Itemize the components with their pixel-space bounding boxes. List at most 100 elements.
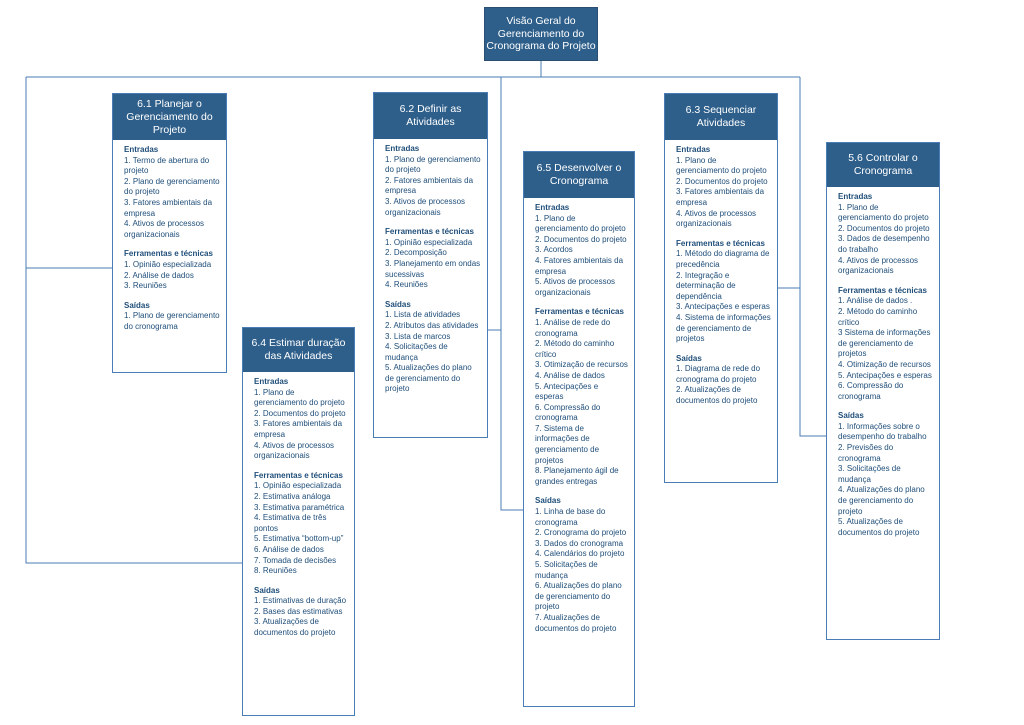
list-item: 2. Atributos das atividades	[385, 320, 479, 330]
process-box-6-1: 6.1 Planejar o Gerenciamento do Projeto …	[112, 93, 227, 373]
list-item: 4. Fatores ambientais da empresa	[535, 255, 624, 276]
connector-6-3	[778, 77, 801, 289]
process-title-6-2: 6.2 Definir as Atividades	[374, 93, 487, 139]
list-item: 3. Estimativa paramétrica	[254, 502, 345, 512]
list-item: 4. Ativos de processos organizacionais	[838, 255, 919, 276]
connector-6-2-6-5	[488, 77, 502, 331]
list-item: 4. Ativos de processos organizacionais	[254, 440, 335, 461]
section-title: Entradas	[385, 144, 420, 153]
list-item: 2. Método do caminho crítico	[838, 306, 918, 327]
list-item: 1. Linha de base do cronograma	[535, 507, 606, 527]
section-ferramentas: Ferramentas e técnicas 1. Análise de red…	[535, 307, 628, 487]
section-entradas: Entradas 1. Plano de gerenciamento do pr…	[535, 203, 628, 298]
section-title: Entradas	[676, 145, 711, 154]
list-item: 6. Atualizações do plano de gerenciament…	[535, 581, 622, 612]
list-item: 1. Termo de abertura do projeto	[124, 155, 210, 176]
list-item: 2. Documentos do projeto	[254, 408, 346, 418]
list-item: 4. Atualizações do plano de gerenciament…	[838, 485, 925, 516]
process-box-6-5: 6.5 Desenvolver o Cronograma Entradas 1.…	[523, 151, 635, 707]
list-item: 4. Sistema de informações de gerenciamen…	[676, 312, 771, 344]
list-item: 1. Plano de gerenciamento do projeto	[254, 387, 345, 408]
list-item: 7. Atualizações de documentos do projeto	[535, 612, 617, 633]
section-title: Saídas	[676, 353, 702, 363]
section-title: Entradas	[254, 377, 289, 386]
list-item: 2. Documentos do projeto	[676, 176, 768, 186]
list-item: 4. Otimização de recursos	[838, 359, 931, 369]
list-item: 3. Otimização de recursos	[535, 360, 628, 370]
list-item: 2. Fatores ambientais da empresa	[385, 175, 474, 196]
section-saidas: Saídas 1. Lista de atividades 2. Atribut…	[385, 300, 481, 395]
section-saidas: Saídas 1. Plano de gerenciamento do cron…	[124, 301, 220, 333]
section-entradas: Entradas 1. Termo de abertura do projeto…	[124, 145, 220, 240]
process-box-5-6: 5.6 Controlar o Cronograma Entradas 1. P…	[826, 142, 940, 640]
list-item: 1. Lista de atividades	[385, 310, 461, 320]
section-saidas: Saídas 1. Diagrama de rede do cronograma…	[676, 354, 771, 407]
list-item: 4. Reuniões	[385, 280, 428, 290]
process-title-6-1: 6.1 Planejar o Gerenciamento do Projeto	[113, 94, 226, 140]
list-item: 2. Cronograma do projeto	[535, 528, 627, 538]
list-item: 5. Solicitações de mudança	[535, 560, 598, 580]
list-item: 3. Fatores ambientais da empresa	[124, 197, 213, 218]
section-ferramentas: Ferramentas e técnicas 1. Análise de dad…	[838, 286, 933, 403]
connector-6-1	[25, 77, 112, 269]
list-item: 3. Reuniões	[124, 281, 167, 291]
list-item: 4. Análise de dados	[535, 370, 605, 380]
connector-6-5	[500, 330, 523, 511]
list-item: 5. Ativos de processos organizacionais	[535, 277, 616, 297]
list-item: 5. Antecipações e esperas	[838, 370, 932, 380]
list-item: 2. Integração e determinação de dependên…	[676, 270, 736, 301]
section-title: Ferramentas e técnicas	[385, 227, 474, 237]
section-title: Ferramentas e técnicas	[838, 285, 927, 295]
list-item: 6. Análise de dados	[254, 544, 324, 554]
list-item: 4. Ativos de processos organizacionais	[676, 208, 757, 229]
section-title: Entradas	[535, 203, 570, 212]
list-item: 1. Plano de gerenciamento do projeto	[535, 213, 626, 234]
list-item: 6. Compressão do cronograma	[535, 402, 601, 423]
list-item: 4. Calendários do projeto	[535, 549, 625, 559]
list-item: 2. Bases das estimativas	[254, 606, 343, 616]
list-item: 8. Planejamento ágil de grandes entregas	[535, 466, 619, 486]
process-body-6-2: Entradas 1. Plano de gerenciamento do pr…	[374, 139, 487, 399]
list-item: 4. Estimativa de três pontos	[254, 513, 327, 533]
list-item: 2. Plano de gerenciamento do projeto	[124, 176, 220, 197]
section-entradas: Entradas 1. Plano de gerenciamento do pr…	[385, 144, 481, 218]
section-title: Saídas	[838, 411, 864, 421]
section-title: Ferramentas e técnicas	[535, 307, 624, 317]
list-item: 1. Plano de gerenciamento do projeto	[385, 154, 481, 175]
list-item: 3. Fatores ambientais da empresa	[676, 187, 765, 207]
list-item: 2. Atualizações de documentos do projeto	[676, 385, 758, 406]
list-item: 3. Antecipações e esperas	[676, 302, 770, 312]
connector-5-6	[799, 288, 826, 437]
list-item: 3. Fatores ambientais da empresa	[254, 419, 343, 439]
list-item: 1. Informações sobre o desempenho do tra…	[838, 421, 927, 442]
section-entradas: Entradas 1. Plano de gerenciamento do pr…	[254, 377, 348, 462]
list-item: 1. Diagrama de rede do cronograma do pro…	[676, 364, 761, 384]
list-item: 5. Estimativa “bottom-up”	[254, 534, 344, 544]
list-item: 1. Análise de dados .	[838, 296, 913, 306]
list-item: 2. Decomposição	[385, 248, 447, 258]
section-entradas: Entradas 1. Plano de gerenciamento do pr…	[676, 145, 771, 230]
process-body-6-5: Entradas 1. Plano de gerenciamento do pr…	[524, 198, 634, 638]
list-item: 3. Planejamento em ondas sucessivas	[385, 258, 481, 279]
list-item: 3. Dados de desempenho do trabalho	[838, 234, 930, 254]
list-item: 5. Atualizações de documentos do projeto	[838, 517, 920, 537]
list-item: 5. Atualizações do plano de gerenciament…	[385, 363, 472, 394]
list-item: 3. Solicitações de mudança	[838, 464, 901, 484]
section-ferramentas: Ferramentas e técnicas 1. Opinião especi…	[254, 471, 348, 577]
root-title-box: Visão Geral do Gerenciamento do Cronogra…	[484, 7, 598, 61]
process-body-6-1: Entradas 1. Termo de abertura do projeto…	[113, 140, 226, 337]
list-item: 8. Reuniões	[254, 566, 297, 576]
list-item: 3. Acordos	[535, 245, 573, 255]
process-title-6-3: 6.3 Sequenciar Atividades	[665, 94, 777, 140]
root-title: Visão Geral do Gerenciamento do Cronogra…	[486, 15, 596, 53]
list-item: 3. Lista de marcos	[385, 331, 451, 341]
list-item: 2. Método do caminho crítico	[535, 339, 615, 359]
section-ferramentas: Ferramentas e técnicas 1. Método do diag…	[676, 239, 771, 345]
list-item: 1. Estimativas de duração	[254, 596, 347, 606]
list-item: 2. Documentos do projeto	[535, 234, 627, 244]
list-item: 7. Sistema de informações de gerenciamen…	[535, 423, 600, 465]
section-entradas: Entradas 1. Plano de gerenciamento do pr…	[838, 192, 933, 277]
section-saidas: Saídas 1. Informações sobre o desempenho…	[838, 411, 933, 538]
list-item: 1. Análise de rede do cronograma	[535, 317, 611, 338]
list-item: 2. Análise de dados	[124, 270, 194, 280]
